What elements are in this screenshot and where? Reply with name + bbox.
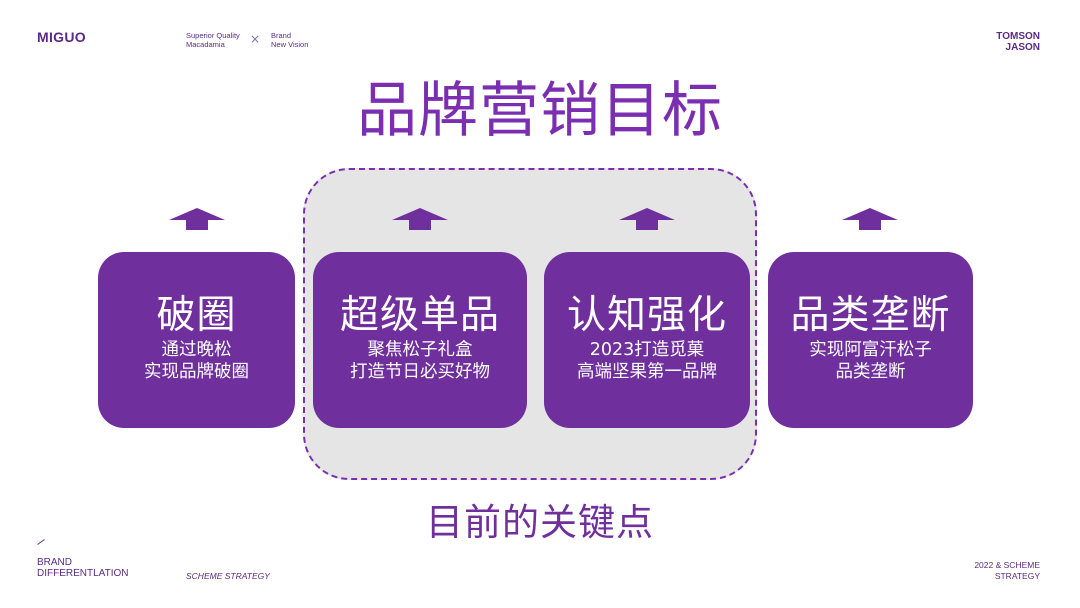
goal-card-category-monopoly: 品类垄断 实现阿富汗松子 品类垄断 <box>768 252 973 428</box>
card-line: 通过晚松 <box>161 340 232 360</box>
card-title: 破圈 <box>156 293 237 338</box>
tagline-quality-line1: Superior Quality <box>186 31 240 40</box>
card-title: 认知强化 <box>566 293 727 338</box>
up-arrow-icon <box>842 208 898 230</box>
up-arrow-icon <box>392 208 448 230</box>
tagline-vision-line2: New Vision <box>271 40 309 49</box>
tagline-quality: Superior Quality Macadamia <box>186 31 240 49</box>
goal-card-super-product: 超级单品 聚焦松子礼盒 打造节日必买好物 <box>313 252 527 428</box>
slash-mark-icon <box>37 539 45 545</box>
author-line1: TOMSON <box>996 31 1040 42</box>
key-points-label: 目前的关键点 <box>426 501 654 544</box>
brand-logo: MIGUO <box>37 29 86 45</box>
up-arrow-icon <box>619 208 675 230</box>
card-title: 超级单品 <box>339 293 500 338</box>
footer-brand-line1: BRAND <box>37 557 73 568</box>
card-title: 品类垄断 <box>790 293 951 338</box>
goal-card-break-circle: 破圈 通过晚松 实现品牌破圈 <box>98 252 295 428</box>
card-line: 品类垄断 <box>835 362 906 382</box>
card-line: 打造节日必买好物 <box>350 362 490 382</box>
tagline-vision-line1: Brand <box>271 31 292 40</box>
up-arrow-icon <box>169 208 225 230</box>
footer-scheme-strategy: SCHEME STRATEGY <box>186 571 270 581</box>
card-line: 实现阿富汗松子 <box>809 340 932 360</box>
card-line: 聚焦松子礼盒 <box>367 340 473 360</box>
author-block: TOMSON JASON <box>996 31 1040 53</box>
footer-brand: BRAND DIFFERENTLATION <box>37 557 128 579</box>
page-title: 品牌营销目标 <box>357 76 723 146</box>
goal-card-awareness: 认知强化 2023打造觅菓 高端坚果第一品牌 <box>544 252 750 428</box>
footer-year-scheme: 2022 & SCHEME STRATEGY <box>974 560 1040 582</box>
card-line: 高端坚果第一品牌 <box>577 362 717 382</box>
card-line: 2023打造觅菓 <box>589 340 705 360</box>
footer-year-line1: 2022 & SCHEME <box>974 560 1040 570</box>
footer-year-line2: STRATEGY <box>994 571 1040 581</box>
footer-brand-line2: DIFFERENTLATION <box>37 568 129 579</box>
times-icon: × <box>250 32 261 46</box>
tagline-vision: Brand New Vision <box>271 31 308 49</box>
card-line: 实现品牌破圈 <box>144 362 249 382</box>
author-line2: JASON <box>1005 42 1040 53</box>
tagline-quality-line2: Macadamia <box>186 40 225 49</box>
